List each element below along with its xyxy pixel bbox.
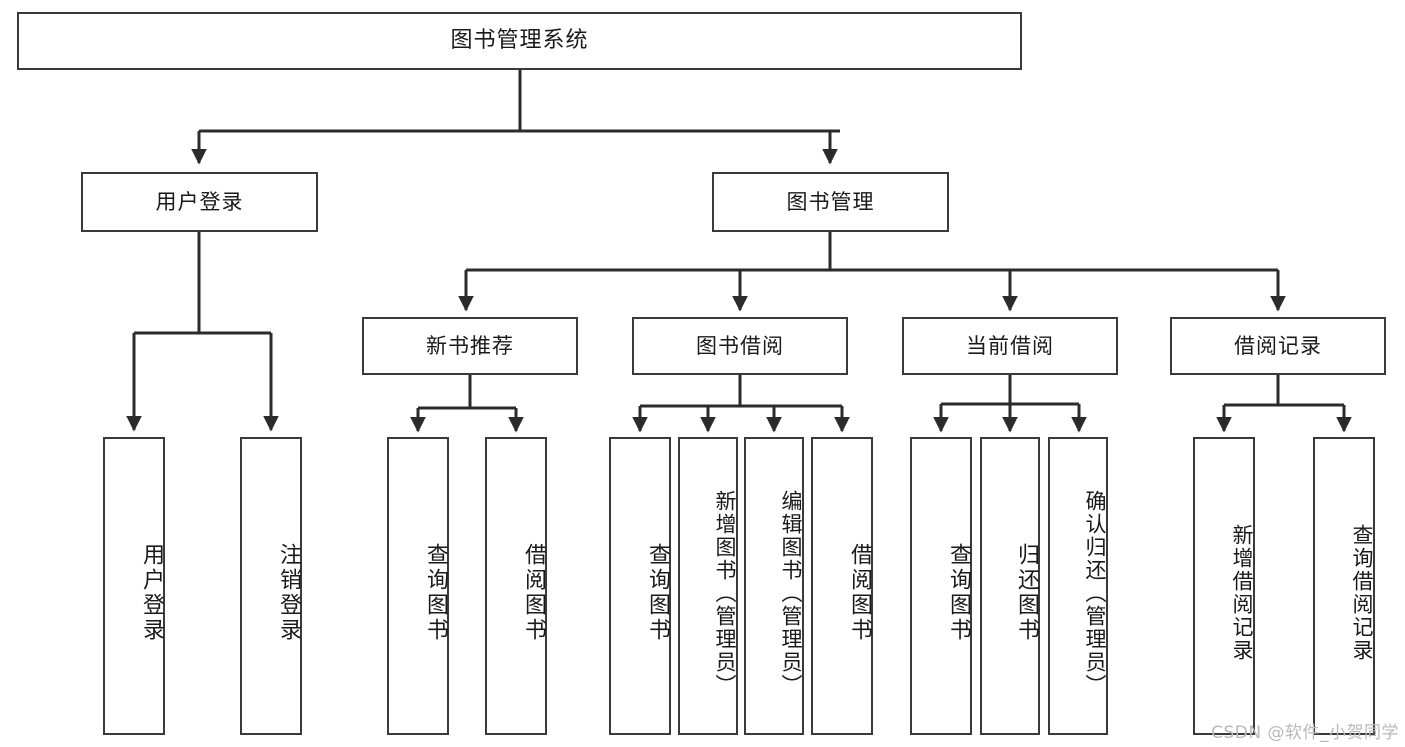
leaf-borrow-book-recommend[interactable]: 借阅图书: [485, 437, 547, 735]
leaf-return-book[interactable]: 归还图书: [980, 437, 1040, 735]
node-root-book-management-system[interactable]: 图书管理系统: [17, 12, 1022, 70]
leaf-add-book-admin[interactable]: 新增图书（管理员）: [678, 437, 738, 735]
node-book-borrow[interactable]: 图书借阅: [632, 317, 848, 375]
node-new-book-recommend[interactable]: 新书推荐: [362, 317, 578, 375]
node-current-borrow[interactable]: 当前借阅: [902, 317, 1118, 375]
leaf-add-borrow-record[interactable]: 新增借阅记录: [1193, 437, 1255, 735]
leaf-query-book-borrow[interactable]: 查询图书: [609, 437, 671, 735]
leaf-query-borrow-record[interactable]: 查询借阅记录: [1313, 437, 1375, 735]
node-borrow-records[interactable]: 借阅记录: [1170, 317, 1386, 375]
node-book-management[interactable]: 图书管理: [712, 172, 949, 232]
leaf-user-login[interactable]: 用户登录: [103, 437, 165, 735]
leaf-edit-book-admin[interactable]: 编辑图书（管理员）: [744, 437, 804, 735]
leaf-query-book-current[interactable]: 查询图书: [910, 437, 972, 735]
leaf-borrow-book[interactable]: 借阅图书: [811, 437, 873, 735]
csdn-watermark: CSDN @软件_小贺同学: [1211, 723, 1399, 743]
leaf-logout[interactable]: 注销登录: [240, 437, 302, 735]
leaf-query-book-recommend[interactable]: 查询图书: [387, 437, 449, 735]
leaf-confirm-return-admin[interactable]: 确认归还（管理员）: [1048, 437, 1108, 735]
node-user-login[interactable]: 用户登录: [81, 172, 318, 232]
